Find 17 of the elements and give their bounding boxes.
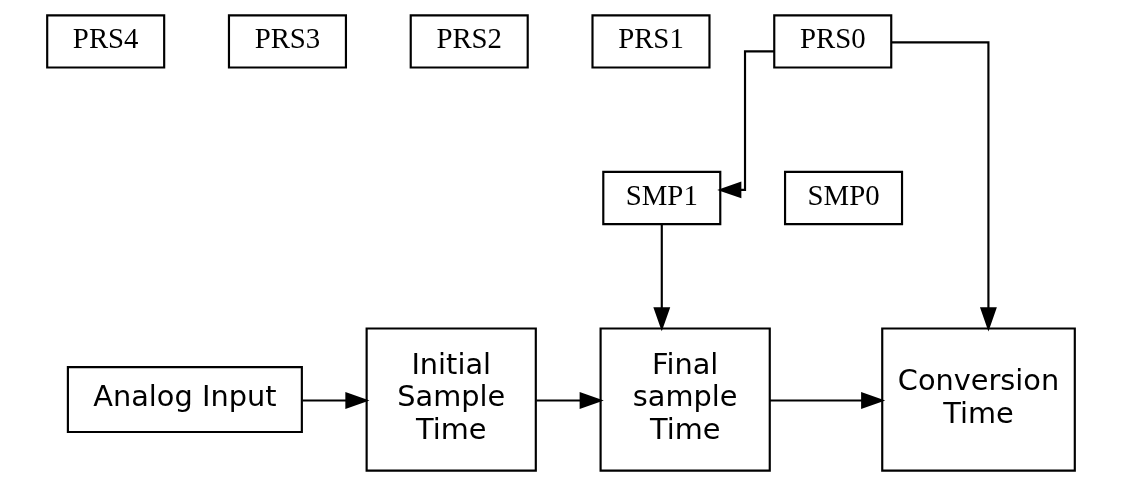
node-box: PRS2	[409, 14, 529, 69]
node-box: PRS0	[772, 14, 892, 69]
node-box: SMP0	[783, 170, 903, 226]
arrow	[891, 41, 997, 332]
node-box: PRS4	[45, 14, 165, 69]
node-box: Conversion Time	[880, 327, 1076, 472]
arrow	[652, 224, 670, 332]
node-box: Final sample Time	[599, 327, 771, 472]
node-box: SMP1	[601, 170, 721, 226]
node-box: Initial Sample Time	[365, 327, 537, 472]
arrow	[716, 50, 774, 199]
arrow	[302, 392, 369, 409]
arrow	[769, 392, 885, 409]
node-box: Analog Input	[66, 366, 303, 434]
node-box: PRS3	[227, 14, 347, 69]
arrow	[535, 392, 604, 409]
node-box: PRS1	[590, 14, 711, 69]
